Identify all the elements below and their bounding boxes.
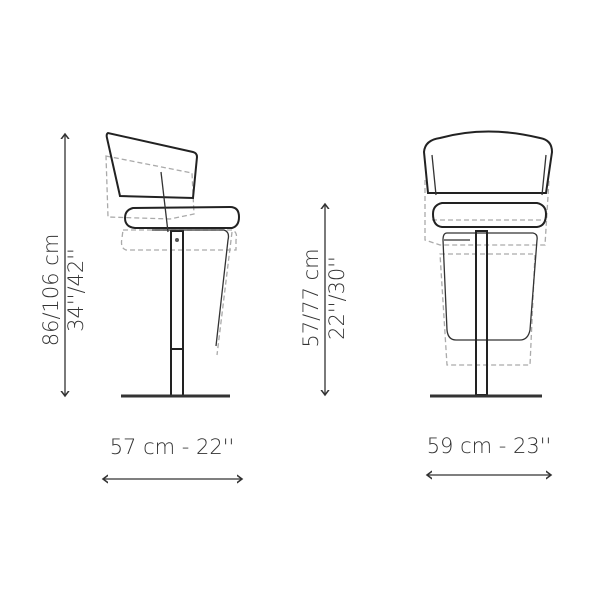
seat-height-cm-label: 57/77 cm [299, 248, 323, 347]
front-width-label: 59 cm - 23'' [427, 434, 552, 458]
overall-height-cm-label: 86/106 cm [39, 234, 63, 347]
overall-height-in-label: 34''/42'' [64, 248, 88, 332]
seat-height-in-label: 22''/30'' [325, 256, 349, 340]
side-view-stool [105, 131, 241, 398]
side-width-label: 57 cm - 22'' [110, 435, 235, 459]
front-view-stool [422, 130, 554, 398]
